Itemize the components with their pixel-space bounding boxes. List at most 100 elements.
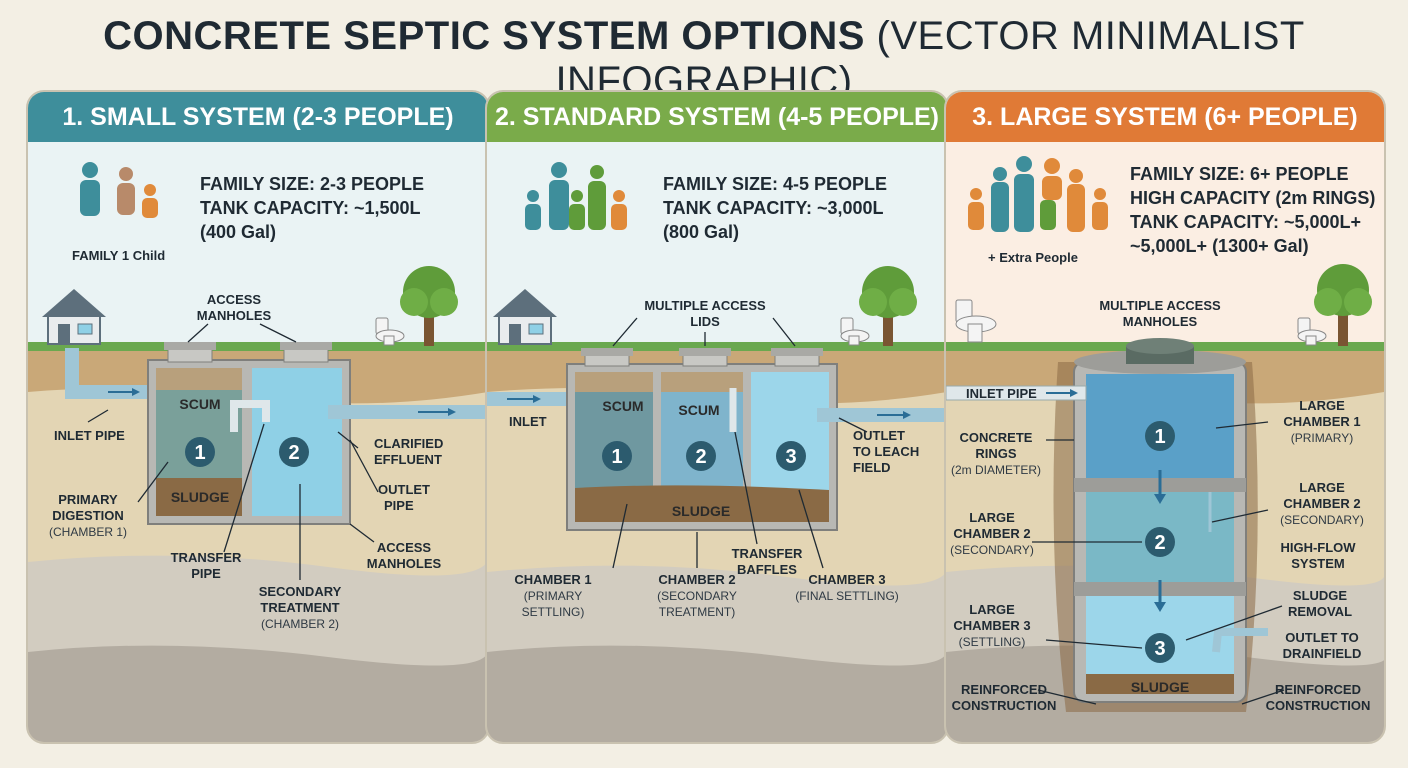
sludge-label: SLUDGE [171,489,229,505]
label-highflow-l1: HIGH-FLOW [1280,540,1356,555]
panel-large-system: 3. LARGE SYSTEM (6+ PEOPLE) [944,90,1386,744]
label-lc1-sub: (PRIMARY) [1291,431,1353,445]
label-reinforced-left-l2: CONSTRUCTION [952,698,1057,713]
sludge-label: SLUDGE [672,503,730,519]
label-clarified-l1: CLARIFIED [374,436,443,451]
label-chamber-1-sub-l1: (PRIMARY [524,589,582,603]
label-lc3-l1: LARGE [969,602,1015,617]
standard-info-family: FAMILY SIZE: 4-5 PEOPLE [663,174,888,194]
label-primary-sub: (CHAMBER 1) [49,525,127,539]
panel-header-large: 3. LARGE SYSTEM (6+ PEOPLE) [946,92,1384,142]
label-access-manholes-l1: ACCESS [207,292,262,307]
label-chamber-2-sub-l1: (SECONDARY [657,589,737,603]
label-access-manholes-l2: MANHOLES [197,308,272,323]
label-outlet-l2: TO LEACH [853,444,919,459]
panel-standard-system: 2. STANDARD SYSTEM (4-5 PEOPLE) [485,90,949,744]
label-outlet-l3: FIELD [853,460,891,475]
tree-icon [859,266,917,346]
large-family-caption: + Extra People [988,250,1078,265]
label-rings-sub: (2m DIAMETER) [951,463,1041,477]
label-access-lids-l1: MULTIPLE ACCESS [644,298,766,313]
tree-icon [400,266,458,346]
label-secondary-sub: (CHAMBER 2) [261,617,339,631]
label-transfer-l1: TRANSFER [171,550,242,565]
house-icon [493,289,557,345]
large-info-gallons: ~5,000L+ (1300+ Gal) [1130,236,1309,256]
tree-icon [1314,264,1372,346]
toilet-icon-small [1297,317,1327,346]
label-inlet-pipe: INLET PIPE [966,386,1037,401]
chamber-3-number: 3 [785,446,796,468]
chamber-2-number: 2 [1154,532,1165,554]
label-outlet-l1: OUTLET [853,428,905,443]
label-secondary-l1: SECONDARY [259,584,342,599]
label-lc2-left-l1: LARGE [969,510,1015,525]
chamber-1-number: 1 [1154,426,1165,448]
label-baffles-l1: TRANSFER [732,546,803,561]
label-lc2-right-sub: (SECONDARY) [1280,513,1364,527]
standard-info-gallons: (800 Gal) [663,222,740,242]
sludge-label: SLUDGE [1131,679,1189,695]
label-lc2-left-sub: (SECONDARY) [950,543,1034,557]
family-icon [968,156,1108,232]
access-lid-1[interactable] [167,347,213,363]
label-reinforced-left-l1: REINFORCED [961,682,1047,697]
panel-header-small: 1. SMALL SYSTEM (2-3 PEOPLE) [28,92,488,142]
label-baffles-l2: BAFFLES [737,562,797,577]
label-lc2-right-l2: CHAMBER 2 [1283,496,1360,511]
label-outlet-l2: DRAINFIELD [1283,646,1362,661]
label-chamber-1: CHAMBER 1 [514,572,591,587]
label-access-lids-l2: LIDS [690,314,720,329]
label-lc1-l2: CHAMBER 1 [1283,414,1360,429]
chamber-3-number: 3 [1154,638,1165,660]
soil-deep [28,645,488,742]
chamber-2-number: 2 [695,446,706,468]
label-access-manholes-l2: MANHOLES [1123,314,1198,329]
page-title: CONCRETE SEPTIC SYSTEM OPTIONS (VECTOR M… [0,14,1408,104]
large-info: FAMILY SIZE: 6+ PEOPLE HIGH CAPACITY (2m… [1130,162,1375,258]
scum-label-1: SCUM [602,398,643,414]
label-lc2-left-l2: CHAMBER 2 [953,526,1030,541]
label-highflow-l2: SYSTEM [1291,556,1344,571]
family-icon [80,162,158,218]
label-chamber-2: CHAMBER 2 [658,572,735,587]
label-lc3-l2: CHAMBER 3 [953,618,1030,633]
chamber-2-number: 2 [288,442,299,464]
large-info-high-capacity: HIGH CAPACITY (2m RINGS) [1130,188,1376,208]
label-lc3-sub: (SETTLING) [959,635,1026,649]
label-clarified-l2: EFFLUENT [374,452,442,467]
label-inlet-pipe: INLET PIPE [54,428,125,443]
label-sludge-removal-l2: REMOVAL [1288,604,1352,619]
chamber-2-badge [279,437,309,467]
label-reinforced-right-l2: CONSTRUCTION [1266,698,1371,713]
label-outlet-l2: PIPE [384,498,414,513]
label-chamber-3-sub: (FINAL SETTLING) [795,589,899,603]
label-sludge-removal-l1: SLUDGE [1293,588,1348,603]
standard-system-diagram: 1 2 3 SCUM SCUM SLUDGE MULTIPLE ACCESS L… [487,162,947,742]
label-transfer-l2: PIPE [191,566,221,581]
panel-header-standard: 2. STANDARD SYSTEM (4-5 PEOPLE) [487,92,947,142]
label-outlet-l1: OUTLET [378,482,430,497]
label-outlet-l1: OUTLET TO [1285,630,1358,645]
label-chamber-2-sub-l2: TREATMENT) [659,605,735,619]
label-chamber-1-sub-l2: SETTLING) [522,605,585,619]
scum-label-2: SCUM [678,402,719,418]
house-icon [42,289,106,345]
label-primary-l1: PRIMARY [58,492,118,507]
label-reinforced-right-l1: REINFORCED [1275,682,1361,697]
outlet-pipe [328,405,488,419]
family-icon [525,162,627,230]
large-info-family: FAMILY SIZE: 6+ PEOPLE [1130,164,1349,184]
toilet-icon [375,317,405,346]
panel-small-system: 1. SMALL SYSTEM (2-3 PEOPLE) [26,90,490,744]
toilet-icon [840,317,870,346]
label-access-manholes-l1: MULTIPLE ACCESS [1099,298,1221,313]
label-rings-l2: RINGS [975,446,1017,461]
access-lid-2[interactable] [283,347,329,363]
title-main: CONCRETE SEPTIC SYSTEM OPTIONS [103,14,865,58]
grass-line [28,342,488,351]
large-system-diagram: 1 2 3 SLUDGE MULTIPLE ACCESS MANHOLES IN… [946,142,1384,742]
chamber-1-number: 1 [611,446,622,468]
standard-info-capacity: TANK CAPACITY: ~3,000L [663,198,884,218]
small-system-diagram: 1 2 SCUM SLUDGE ACCESS MANHOLES INLET PI… [28,162,488,742]
